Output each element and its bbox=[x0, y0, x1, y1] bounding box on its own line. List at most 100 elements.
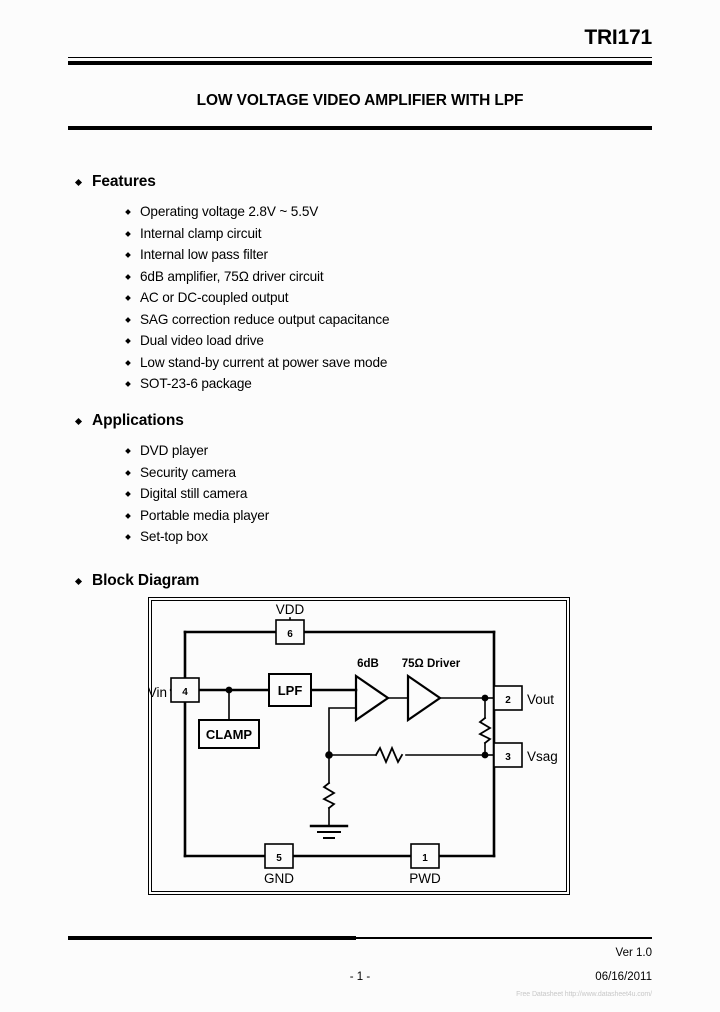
pin-box-gnd bbox=[264, 843, 294, 869]
header-rule-thin bbox=[68, 57, 652, 58]
diamond-bullet-icon bbox=[125, 273, 131, 280]
list-item: SAG correction reduce output capacitance bbox=[125, 309, 720, 331]
diamond-bullet-icon bbox=[125, 230, 131, 237]
block-label-lpf: LPF bbox=[278, 683, 303, 698]
title-rule bbox=[68, 126, 652, 130]
pin-box-vout bbox=[493, 685, 523, 711]
resistor-sag-gnd bbox=[322, 781, 336, 810]
list-item: Low stand-by current at power save mode bbox=[125, 352, 720, 374]
pin-number-vin: 4 bbox=[182, 687, 188, 698]
block-diagram-figure: 6 VDD 4 Vin 2 Vout 3 Vsag 5 GND 1 PWD LP… bbox=[148, 597, 570, 895]
resistor-sag-series bbox=[374, 745, 404, 765]
pin-number-vsag: 3 bbox=[505, 752, 511, 763]
footer-rule-thick bbox=[68, 936, 356, 940]
list-item-label: Internal low pass filter bbox=[140, 247, 268, 262]
diamond-bullet-icon bbox=[74, 577, 83, 586]
amplifier-driver-symbol bbox=[406, 673, 442, 723]
diamond-bullet-icon bbox=[125, 338, 131, 344]
diamond-bullet-icon bbox=[125, 295, 131, 301]
pin-label-pwd: PWD bbox=[409, 871, 441, 886]
list-item: Set-top box bbox=[125, 526, 720, 548]
pin-boxes bbox=[170, 619, 523, 869]
list-item-label: Internal clamp circuit bbox=[140, 225, 262, 241]
watermark-text: Free Datasheet http://www.datasheet4u.co… bbox=[516, 991, 652, 998]
junction-dot-vout bbox=[481, 694, 489, 702]
pin-box-vin bbox=[170, 677, 200, 703]
part-number: TRI171 bbox=[584, 26, 652, 49]
list-item-label: 6dB amplifier, 75Ω driver circuit bbox=[140, 268, 324, 284]
block-diagram-section: Block Diagram bbox=[0, 571, 720, 591]
block-diagram-schematic: 6 VDD 4 Vin 2 Vout 3 Vsag 5 GND 1 PWD LP… bbox=[149, 602, 558, 886]
pin-number-gnd: 5 bbox=[276, 853, 282, 864]
diamond-bullet-icon bbox=[125, 359, 131, 366]
list-item: DVD player bbox=[125, 440, 720, 462]
diamond-bullet-icon bbox=[125, 381, 131, 387]
pin-label-vsag: Vsag bbox=[527, 749, 558, 764]
amplifier-label-gain: 6dB bbox=[357, 658, 379, 670]
list-item-label: Portable media player bbox=[140, 507, 270, 523]
applications-heading: Applications bbox=[74, 411, 720, 431]
pin-label-vdd: VDD bbox=[276, 602, 305, 617]
list-item: Internal low pass filter bbox=[125, 244, 720, 266]
diamond-bullet-icon bbox=[125, 491, 131, 497]
header-rule-thick bbox=[68, 61, 652, 65]
list-item: AC or DC-coupled output bbox=[125, 287, 720, 309]
diamond-bullet-icon bbox=[125, 512, 131, 519]
list-item-label: Operating voltage 2.8V ~ 5.5V bbox=[140, 204, 319, 219]
pin-number-vdd: 6 bbox=[287, 629, 293, 640]
applications-heading-label: Applications bbox=[92, 412, 184, 429]
list-item-label: Set-top box bbox=[140, 529, 208, 544]
list-item-label: Digital still camera bbox=[140, 486, 248, 501]
list-item: Internal clamp circuit bbox=[125, 223, 720, 245]
diamond-bullet-icon bbox=[125, 209, 131, 215]
diamond-bullet-icon bbox=[125, 316, 131, 323]
pin-box-pwd bbox=[410, 843, 440, 869]
junction-dot-sag bbox=[325, 751, 333, 759]
block-diagram-heading-label: Block Diagram bbox=[92, 572, 200, 589]
diamond-bullet-icon bbox=[125, 448, 131, 454]
footer-date: 06/16/2011 bbox=[595, 971, 652, 983]
list-item-label: AC or DC-coupled output bbox=[140, 290, 289, 305]
diamond-bullet-icon bbox=[125, 534, 131, 540]
list-item-label: Dual video load drive bbox=[140, 333, 264, 348]
list-item-label: SOT-23-6 package bbox=[140, 376, 252, 391]
list-item-label: SAG correction reduce output capacitance bbox=[140, 311, 390, 327]
features-list: Operating voltage 2.8V ~ 5.5V Internal c… bbox=[0, 201, 720, 395]
list-item: SOT-23-6 package bbox=[125, 373, 720, 395]
amplifier-label-driver: 75Ω Driver bbox=[402, 658, 461, 670]
pin-box-vsag bbox=[493, 742, 523, 768]
features-section: Features Operating voltage 2.8V ~ 5.5V I… bbox=[0, 172, 720, 395]
features-heading: Features bbox=[74, 172, 720, 192]
list-item: Digital still camera bbox=[125, 483, 720, 505]
pin-label-vin: Vin bbox=[149, 685, 167, 700]
function-blocks bbox=[198, 673, 312, 749]
list-item-label: Low stand-by current at power save mode bbox=[140, 354, 388, 370]
junction-dot-vsag bbox=[481, 751, 489, 759]
list-item: Operating voltage 2.8V ~ 5.5V bbox=[125, 201, 720, 223]
diamond-bullet-icon bbox=[125, 252, 131, 258]
footer-rule-thin bbox=[356, 937, 652, 939]
pin-number-vout: 2 bbox=[505, 695, 511, 706]
footer-version: Ver 1.0 bbox=[615, 947, 652, 959]
features-heading-label: Features bbox=[92, 173, 156, 190]
junction-dot-clamp bbox=[225, 686, 233, 694]
junction-dots bbox=[225, 686, 489, 759]
diamond-bullet-icon bbox=[74, 417, 83, 426]
document-title: LOW VOLTAGE VIDEO AMPLIFIER WITH LPF bbox=[196, 92, 524, 109]
wire-feedback-amp1 bbox=[328, 707, 357, 756]
list-item: Security camera bbox=[125, 462, 720, 484]
footer-page-number: - 1 - bbox=[349, 971, 371, 983]
block-diagram-inner-border bbox=[151, 600, 567, 892]
list-item: Dual video load drive bbox=[125, 330, 720, 352]
block-diagram-heading: Block Diagram bbox=[74, 571, 720, 591]
block-lpf bbox=[268, 673, 312, 707]
list-item-label: Security camera bbox=[140, 464, 236, 480]
pin-label-vout: Vout bbox=[527, 692, 554, 707]
amplifier-gain-symbol bbox=[354, 673, 390, 723]
block-clamp bbox=[198, 719, 260, 749]
applications-list: DVD player Security camera Digital still… bbox=[0, 440, 720, 548]
pin-number-pwd: 1 bbox=[422, 853, 428, 864]
block-label-clamp: CLAMP bbox=[206, 727, 253, 742]
pin-box-vdd bbox=[275, 619, 305, 645]
